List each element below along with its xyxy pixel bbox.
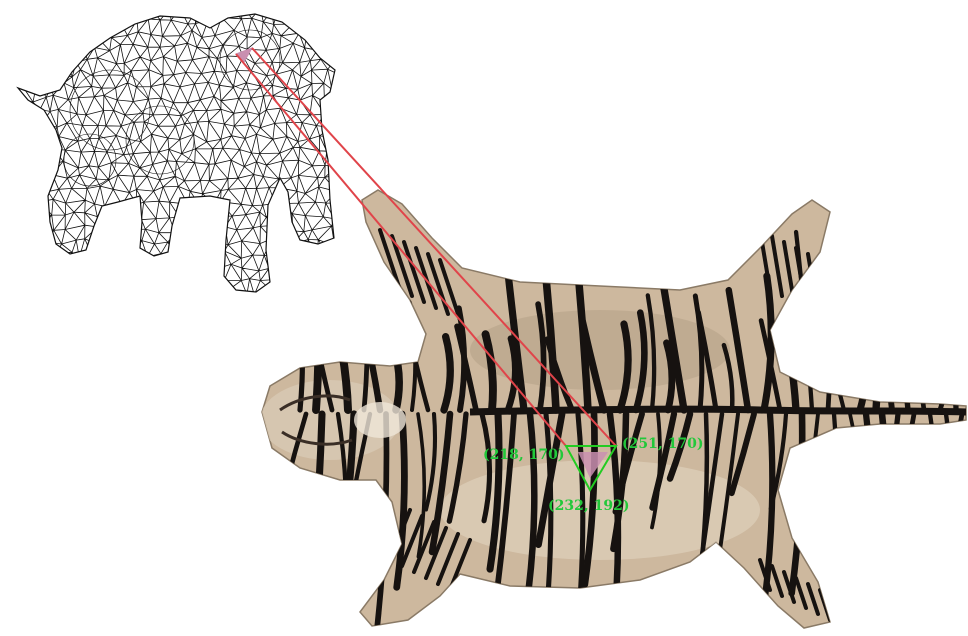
fur-stripe xyxy=(830,414,837,610)
vertex-label-right: (251, 170) xyxy=(622,436,703,452)
tiger-rug-texture xyxy=(260,190,966,636)
elephant-mesh xyxy=(6,4,358,310)
vertex-label-left: (218, 170) xyxy=(483,447,564,463)
fur-stripe xyxy=(892,278,908,410)
fur-stripe xyxy=(808,254,818,314)
fur-stripe xyxy=(945,327,956,410)
fur-stripe xyxy=(850,414,856,514)
fur-stripe xyxy=(820,260,830,320)
fur-stripe xyxy=(940,326,948,410)
fur-stripe xyxy=(943,414,962,498)
fur-stripe xyxy=(871,254,878,410)
fur-stripe xyxy=(880,414,887,583)
fur-stripe xyxy=(903,247,924,410)
fur-stripe xyxy=(946,414,954,627)
fur-stripe xyxy=(866,414,873,636)
fur-stripe xyxy=(872,231,892,410)
fur-stripe xyxy=(880,414,898,524)
fur-stripe xyxy=(929,414,935,556)
fur-stripe xyxy=(823,267,830,410)
vertex-label-bottom: (232, 192) xyxy=(548,498,629,514)
fur-stripe xyxy=(896,414,914,488)
